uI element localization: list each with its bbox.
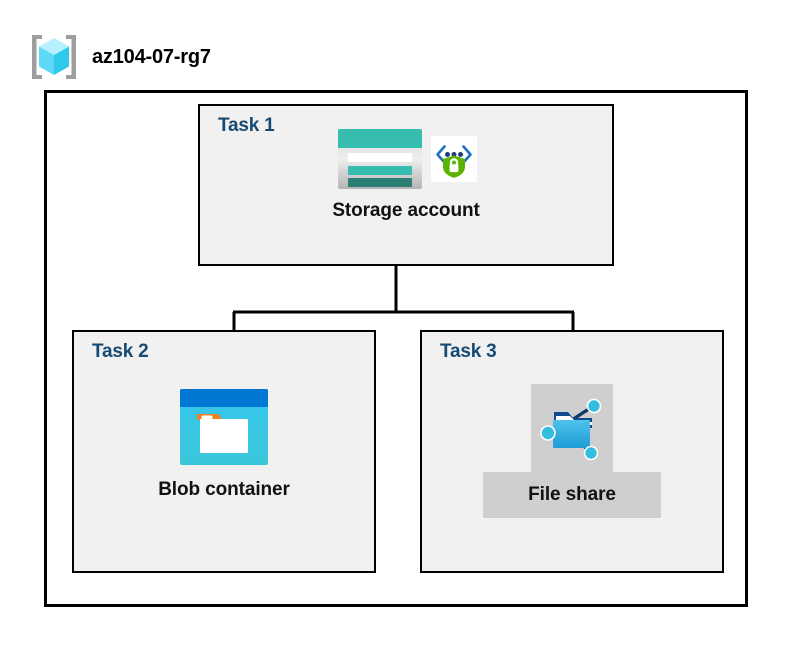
- resource-group-header: az104-07-rg7: [28, 26, 348, 88]
- file-share-folder-icon: [540, 398, 602, 461]
- blob-container-label: Blob container: [158, 479, 290, 500]
- storage-account-label-wrap: Storage account: [332, 200, 479, 222]
- file-share-node[interactable]: File share: [422, 384, 722, 518]
- blob-container-icon: [180, 389, 268, 465]
- file-share-label: File share: [528, 484, 616, 505]
- task-2-label: Task 2: [92, 341, 149, 362]
- storage-account-node[interactable]: Storage account: [200, 124, 612, 222]
- blob-container-node[interactable]: Blob container: [74, 389, 374, 501]
- task-1-label: Task 1: [218, 115, 275, 136]
- storage-account-icon: [337, 129, 422, 189]
- file-share-icon-plate: [531, 384, 613, 472]
- task-3-label: Task 3: [440, 341, 497, 362]
- task-3-box[interactable]: Task 3: [420, 330, 724, 573]
- resource-group-cube-icon: [32, 35, 76, 79]
- task-1-box[interactable]: Task 1: [198, 104, 614, 266]
- file-share-label-plate: File share: [483, 472, 661, 518]
- task-2-box[interactable]: Task 2 Blob container: [72, 330, 376, 573]
- managed-identity-secure-icon: [430, 136, 477, 182]
- blob-container-label-wrap: Blob container: [158, 479, 290, 501]
- storage-account-label: Storage account: [332, 200, 480, 221]
- resource-group-name: az104-07-rg7: [92, 45, 211, 68]
- storage-account-icon-row: [336, 124, 477, 194]
